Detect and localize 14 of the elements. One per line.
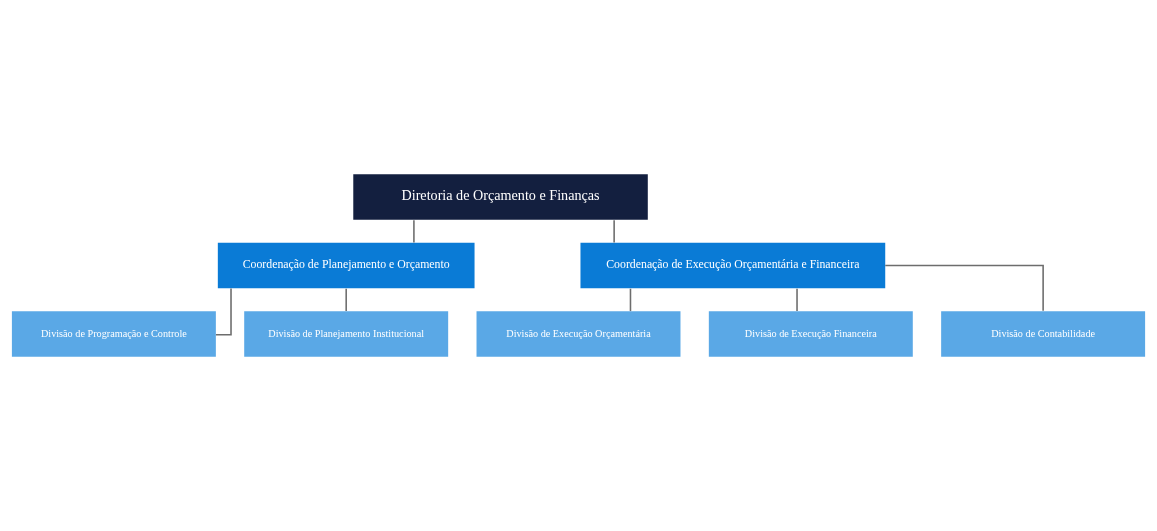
node-box: Divisão de Execução Orçamentária (476, 311, 681, 357)
connector (413, 219, 415, 244)
node-box: Divisão de Execução Financeira (708, 311, 913, 357)
node-box: Coordenação de Execução Orçamentária e Financeira (580, 242, 886, 289)
connector (884, 264, 1044, 312)
node-box: Divisão de Contabilidade (941, 311, 1146, 357)
connector (629, 287, 632, 312)
node-box: Diretoria de Orçamento e Finanças (353, 174, 648, 220)
connector (613, 219, 615, 244)
node-box: Divisão de Programação e Controle (11, 311, 216, 357)
node-box: Coordenação de Planejamento e Orçamento (217, 242, 475, 289)
node-box: Divisão de Planejamento Institucional (244, 311, 449, 357)
connector (345, 287, 347, 312)
connector (796, 287, 798, 312)
